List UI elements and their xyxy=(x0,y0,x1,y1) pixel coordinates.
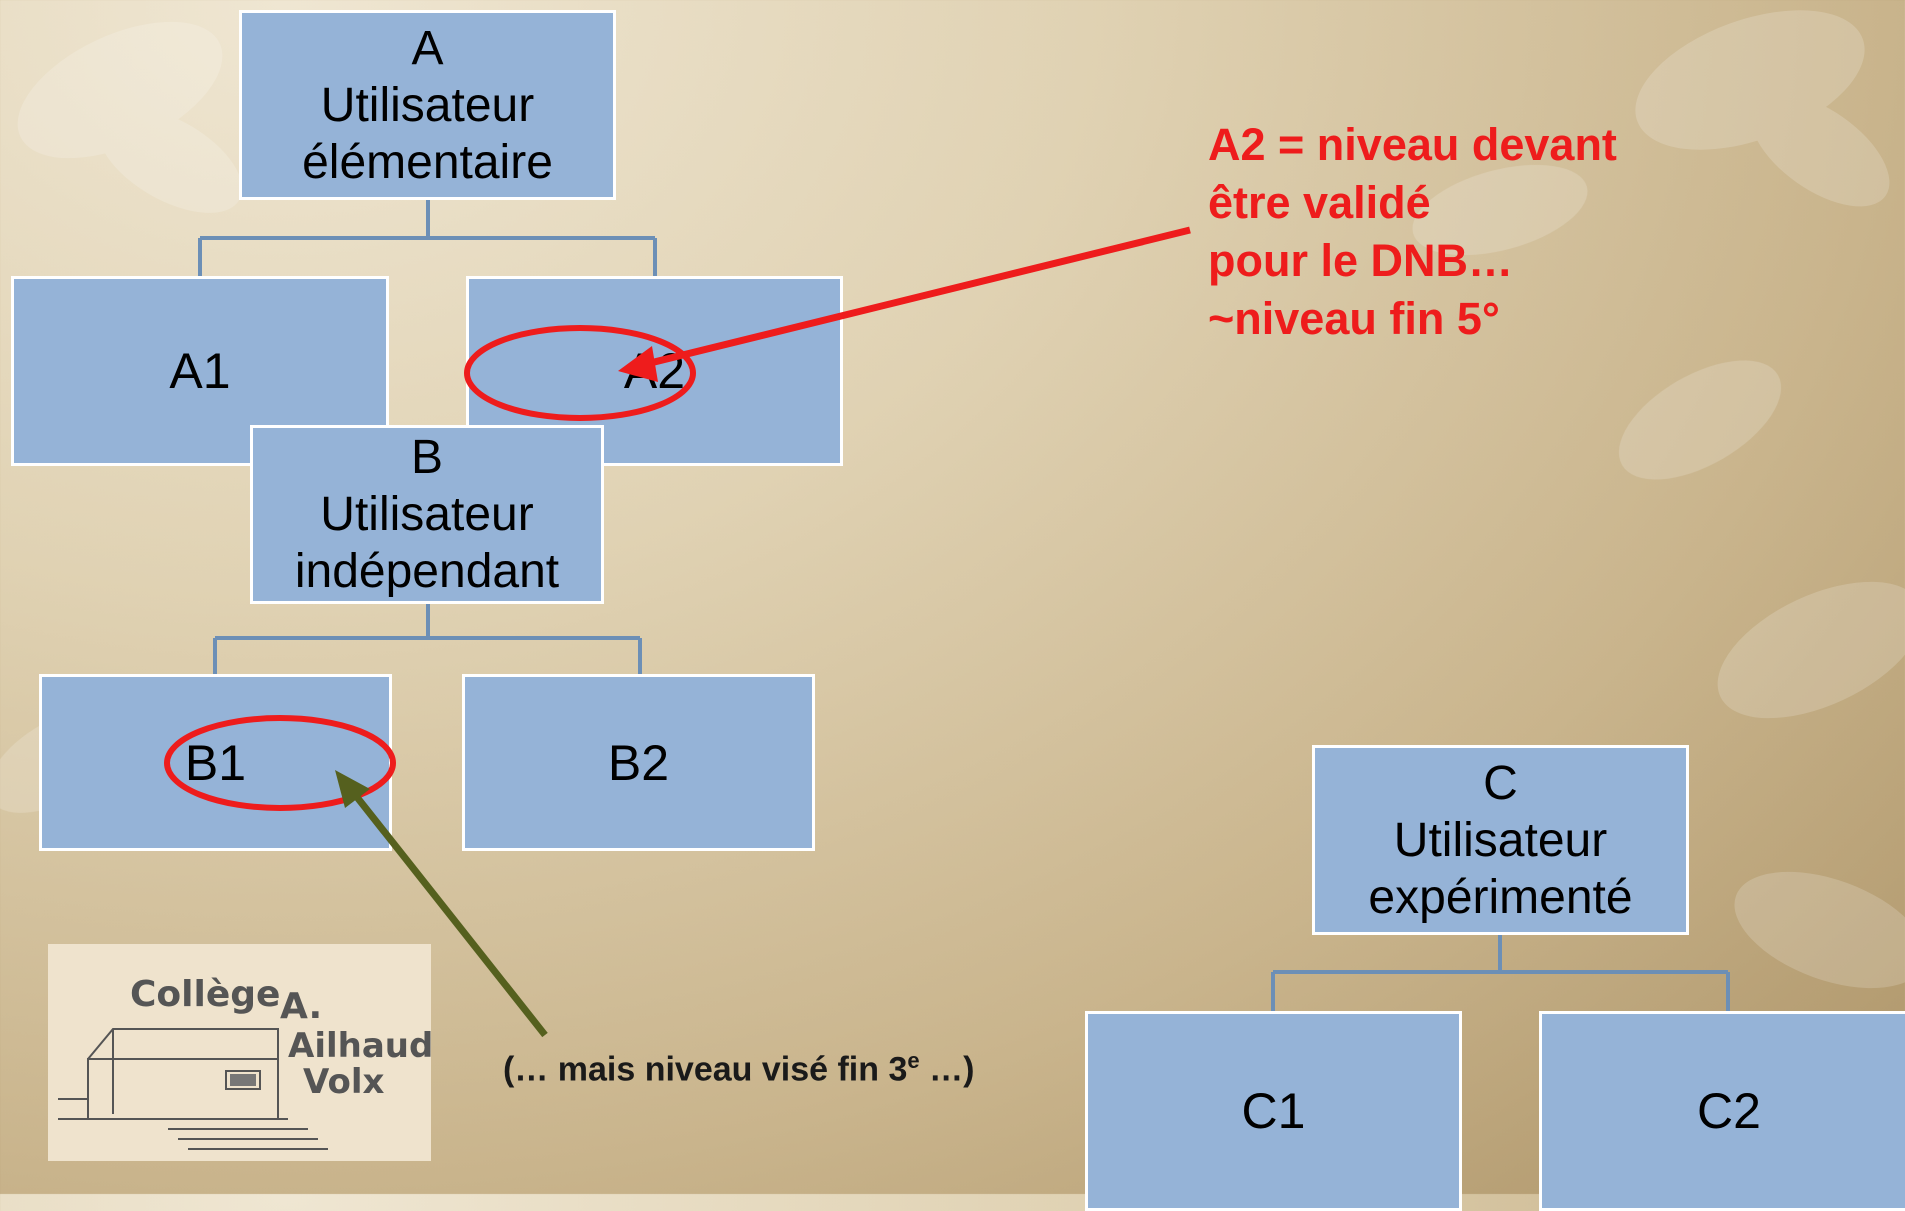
node-a-line2: élémentaire xyxy=(302,135,553,189)
logo-word-college: Collège xyxy=(130,974,281,1015)
red-note-line-2: être validé xyxy=(1208,177,1431,228)
node-b2: B2 xyxy=(462,674,815,851)
logo-word-ailhaud: Ailhaud xyxy=(288,1026,434,1066)
red-note-line-4: ~niveau fin 5° xyxy=(1208,293,1500,344)
node-level-a: A Utilisateur élémentaire xyxy=(239,10,616,200)
connector-lines xyxy=(198,200,1730,1012)
node-a-letter: A xyxy=(411,21,444,75)
green-note-sup: e xyxy=(907,1048,920,1073)
logo-word-a: A. xyxy=(280,986,323,1027)
node-c-letter: C xyxy=(1483,756,1518,810)
node-a-line1: Utilisateur xyxy=(320,78,535,132)
logo-word-volx: Volx xyxy=(303,1062,385,1102)
node-b1: B1 xyxy=(39,674,392,851)
node-b-line2: indépendant xyxy=(294,545,560,598)
green-note-after: …) xyxy=(919,1050,975,1089)
node-b-line1: Utilisateur xyxy=(320,488,534,541)
red-note-line-3: pour le DNB… xyxy=(1208,235,1514,286)
red-annotation: A2 = niveau devant être validé pour le D… xyxy=(1208,116,1617,348)
node-c2: C2 xyxy=(1539,1011,1905,1211)
node-c-line2: expérimenté xyxy=(1368,870,1633,924)
red-note-line-1: A2 = niveau devant xyxy=(1208,119,1617,170)
node-a1: A1 xyxy=(11,276,389,466)
green-note-before: (… mais niveau visé fin 3 xyxy=(503,1050,908,1089)
building-sketch xyxy=(58,1028,328,1150)
college-logo: Collège A. Ailhaud Volx xyxy=(48,944,434,1161)
node-level-c: C Utilisateur expérimenté xyxy=(1312,745,1689,935)
node-level-b: B Utilisateur indépendant xyxy=(250,425,604,604)
node-c1: C1 xyxy=(1085,1011,1462,1211)
node-c-line1: Utilisateur xyxy=(1393,813,1608,867)
node-b-letter: B xyxy=(410,431,443,484)
green-annotation: (… mais niveau visé fin 3e …) xyxy=(503,1048,974,1089)
